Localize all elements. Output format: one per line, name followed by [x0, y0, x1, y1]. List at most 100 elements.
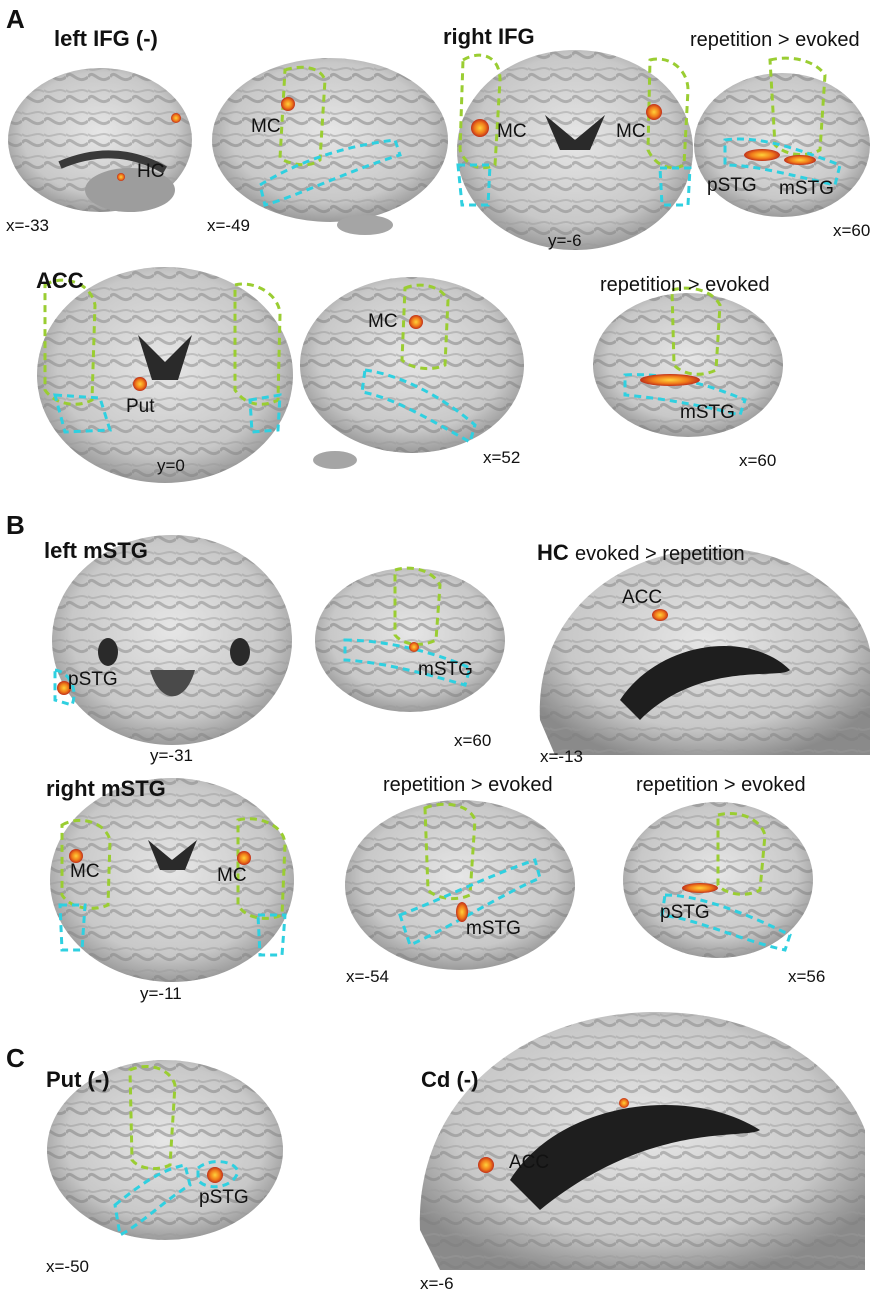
- region-label-mc: MC: [251, 116, 281, 137]
- region-label-mstg: mSTG: [779, 178, 834, 199]
- stg-outline: [723, 137, 842, 187]
- stg-outline: [660, 893, 792, 952]
- slice-coordinate: x=52: [483, 448, 521, 467]
- activation-blob: [619, 1098, 629, 1108]
- activation-blob: [409, 642, 419, 652]
- motor-cortex-outline: [128, 1065, 177, 1171]
- region-label-hc: HC: [137, 161, 165, 182]
- title-hc: HC: [537, 540, 569, 565]
- panel-letter-b: B: [6, 510, 25, 540]
- activation-blob: [171, 113, 181, 123]
- motor-cortex-outline: [43, 278, 97, 406]
- region-label-mc: MC: [217, 865, 247, 886]
- stg-outline: [53, 668, 76, 707]
- contrast-label: repetition > evoked: [636, 774, 806, 796]
- stg-outline: [113, 1163, 192, 1238]
- motor-cortex-outline: [393, 566, 442, 646]
- region-label-acc: ACC: [509, 1152, 550, 1173]
- region-label-pstg: pSTG: [660, 902, 710, 923]
- activation-blob: [456, 902, 468, 922]
- slice-coordinate: x=-50: [46, 1257, 89, 1276]
- region-label-mc: MC: [497, 121, 527, 142]
- panel-letter-a: A: [6, 4, 25, 34]
- slice-coordinate: x=-54: [346, 967, 389, 986]
- region-label-mc: MC: [616, 121, 646, 142]
- slice-coordinate: x=-49: [207, 216, 250, 235]
- stg-outline: [343, 638, 472, 687]
- motor-cortex-outline: [423, 802, 477, 901]
- panelA-slice-coronal-y0: [37, 267, 293, 483]
- stg-outline: [53, 393, 113, 434]
- motor-cortex-outline: [233, 282, 282, 406]
- slice-coordinate: y=-31: [150, 746, 193, 765]
- slice-coordinate: y=0: [157, 456, 185, 475]
- motor-cortex-outline: [458, 53, 502, 170]
- title-acc: ACC: [36, 268, 84, 293]
- panelC-slice-sagittal-x-6: [419, 1011, 865, 1270]
- stg-outline: [196, 1160, 240, 1189]
- panel-letter-c: C: [6, 1043, 25, 1073]
- panelA-slice-sagittal-x-33: [8, 68, 192, 212]
- title-cd: Cd (-): [421, 1067, 479, 1092]
- region-label-mstg: mSTG: [418, 659, 473, 680]
- motor-cortex-outline: [646, 57, 690, 170]
- activation-blob: [57, 681, 71, 695]
- activation-blob: [471, 119, 489, 137]
- panelB-slice-sagittal-x-54: [345, 800, 575, 970]
- region-label-pstg: pSTG: [68, 669, 118, 690]
- panelB-slice-sagittal-x60: [315, 566, 505, 712]
- slice-coordinate: x=60: [833, 221, 871, 240]
- motor-cortex-outline: [60, 818, 112, 910]
- title-left-ifg: left IFG (-): [54, 26, 158, 51]
- activation-blob: [478, 1157, 494, 1173]
- activation-blob: [207, 1167, 223, 1183]
- panelB-slice-sagittal-x56: [623, 802, 813, 958]
- region-label-acc: ACC: [622, 587, 663, 608]
- region-label-mc: MC: [70, 861, 100, 882]
- panelA-slice-coronal-y-6: [456, 50, 693, 250]
- stg-outline: [248, 393, 282, 434]
- slice-coordinate: x=-6: [420, 1274, 454, 1293]
- motor-cortex-outline: [670, 286, 722, 376]
- activation-blob: [409, 315, 423, 329]
- region-label-mstg: mSTG: [680, 402, 735, 423]
- motor-cortex-outline: [768, 56, 827, 157]
- activation-blob: [646, 104, 662, 120]
- slice-coordinate: x=60: [454, 731, 492, 750]
- region-label-mc: MC: [368, 311, 398, 332]
- panelA-slice-sagittal-x52: [300, 277, 524, 469]
- contrast-label: repetition > evoked: [690, 29, 860, 51]
- panelA-slice-sagittal-x-49: [212, 58, 448, 235]
- contrast-label: evoked > repetition: [575, 543, 745, 565]
- stg-outline: [360, 368, 477, 445]
- stg-outline: [456, 163, 492, 207]
- title-right-ifg: right IFG: [443, 24, 535, 49]
- slice-coordinate: y=-11: [140, 984, 182, 1003]
- activation-blob: [784, 155, 816, 165]
- activation-blob: [133, 377, 147, 391]
- stg-outline: [258, 138, 402, 207]
- panelA-slice-sagittal-x60-row2: [593, 286, 783, 437]
- panelA-slice-sagittal-x60: [694, 56, 870, 217]
- panelB-slice-coronal-y-31: [52, 535, 292, 745]
- region-label-pstg: pSTG: [199, 1187, 249, 1208]
- activation-blob: [652, 609, 668, 621]
- activation-blob: [682, 883, 718, 893]
- motor-cortex-outline: [236, 817, 287, 920]
- stg-outline: [256, 913, 287, 957]
- title-right-mstg: right mSTG: [46, 776, 166, 801]
- motor-cortex-outline: [400, 283, 450, 371]
- activation-blob: [237, 851, 251, 865]
- panelC-slice-sagittal-x-50: [47, 1060, 283, 1240]
- slice-coordinate: x=-13: [540, 747, 583, 766]
- title-put: Put (-): [46, 1067, 110, 1092]
- slice-coordinate: y=-6: [548, 231, 582, 250]
- region-label-put: Put: [126, 396, 155, 417]
- motor-cortex-outline: [716, 812, 767, 896]
- motor-cortex-outline: [278, 65, 327, 167]
- region-label-pstg: pSTG: [707, 175, 757, 196]
- contrast-label: repetition > evoked: [383, 774, 553, 796]
- slice-coordinate: x=-33: [6, 216, 49, 235]
